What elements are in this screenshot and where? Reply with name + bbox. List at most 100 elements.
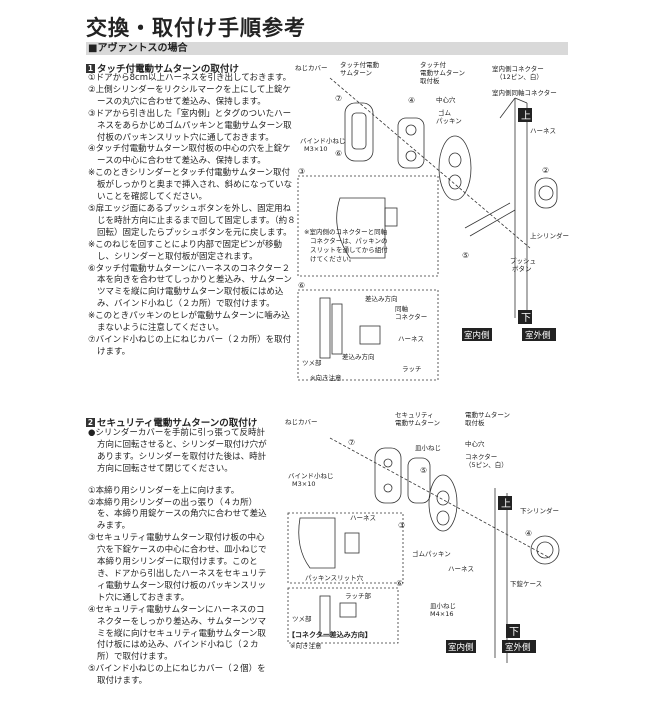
section2-title: セキュリティ電動サムターンの取付け bbox=[97, 418, 258, 429]
label-harness-2: ハーネス bbox=[398, 335, 424, 343]
label-upper-cylinder: 上シリンダー bbox=[530, 231, 569, 240]
outdoor-badge-2 bbox=[502, 640, 536, 653]
label2-lower-cylinder: 下シリンダー bbox=[520, 506, 559, 515]
lower-label-2: 下 bbox=[509, 627, 519, 638]
label-bind-screw-2: M3×10 bbox=[304, 145, 327, 153]
label-touch-1: タッチ付電動 bbox=[340, 60, 380, 69]
indoor-badge-2 bbox=[446, 640, 476, 653]
step-7-marker: ⑦ bbox=[335, 94, 342, 103]
s2-step-5: ⑤バインド小ねじの上にねじカバー（２個）を取付けます。 bbox=[88, 664, 266, 687]
s2-step-3: ③セキュリティ電動サムターン取付け板の中心穴を下錠ケースの中心に合わせ、皿小ねじ… bbox=[88, 533, 267, 603]
outdoor-label-2: 室外側 bbox=[505, 642, 531, 653]
s1-note-3: ※このときパッキンのヒレが電動サムターンに噛み込まないように注意してください。 bbox=[88, 311, 290, 334]
indoor-label-2: 室内側 bbox=[448, 642, 474, 653]
note3-line-3: スリットを通してから組付 bbox=[310, 245, 388, 254]
lower-badge-2 bbox=[506, 624, 520, 638]
s1-step-4: ④タッチ付電動サムターン取付板の中心の穴を上錠ケースの中心に合わせて差込み、保持… bbox=[88, 144, 291, 167]
label-push-2: ボタン bbox=[512, 264, 532, 273]
label-connector-word: コネクター bbox=[395, 312, 427, 321]
label-center-hole: 中心穴 bbox=[436, 95, 456, 104]
s1-step-3: ③ドアから引き出した「室内側」とタグのついたハーネスをあらかじめゴムパッキンと電… bbox=[88, 108, 292, 143]
upper-badge-1 bbox=[518, 108, 532, 122]
step-3-marker: ③ bbox=[298, 167, 305, 176]
s1-step-5: ⑤扉エッジ面にあるプッシュボタンを外し、固定用ねじを時計方向に止まるまで回して固… bbox=[88, 203, 296, 238]
note3-line-1: ※室内側のコネクターと同軸 bbox=[304, 227, 388, 236]
label-insert-dir-2: 差込み方向 bbox=[342, 352, 375, 361]
step-6-inset-marker: ⑥ bbox=[298, 281, 305, 290]
label2-caution: ※向き注意 bbox=[290, 641, 322, 650]
label-harness: ハーネス bbox=[530, 127, 556, 135]
step-6-marker: ⑥ bbox=[335, 149, 342, 158]
label-screw-cover: ねじカバー bbox=[295, 64, 328, 72]
label-plate-3: 取付板 bbox=[420, 76, 440, 85]
label2-flat-screw: 皿小ねじ bbox=[415, 443, 441, 452]
s2-bullet: ●シリンダーカバーを手前に引っ張って反時計方向に回転させると、シリンダー取付け穴… bbox=[88, 428, 267, 474]
label2-latch-part: ラッチ部 bbox=[345, 591, 372, 600]
label2-center-hole: 中心穴 bbox=[465, 439, 485, 448]
label2-plate-2: 取付板 bbox=[465, 418, 485, 427]
step-2-marker: ② bbox=[542, 166, 549, 175]
label-touch-2: サムターン bbox=[340, 68, 372, 77]
label2-flat-screw2-1: 皿小ねじ bbox=[430, 601, 456, 610]
label-caution: ※向き注意 bbox=[310, 373, 342, 382]
label2-claw: ツメ部 bbox=[292, 614, 312, 623]
lower-label-1: 下 bbox=[521, 313, 531, 324]
section2-number: 2 bbox=[86, 418, 95, 427]
label2-flat-screw2-2: M4×16 bbox=[430, 610, 453, 618]
section1-number: 1 bbox=[86, 64, 95, 73]
step2-5-marker: ⑤ bbox=[420, 466, 427, 475]
upper-label-2: 上 bbox=[501, 498, 511, 510]
label2-sec-1: セキュリティ bbox=[395, 411, 434, 419]
step-5-marker: ⑤ bbox=[462, 251, 469, 260]
note3-line-4: けてください。 bbox=[310, 255, 355, 263]
note3-line-2: コネクターは、パッキンの bbox=[310, 236, 388, 245]
label-coax: 同軸 bbox=[395, 304, 409, 313]
s1-step-2: ②上側シリンダーをリクシルマークを上にして上錠ケースの丸穴に合わせて差込み、保持… bbox=[88, 84, 291, 107]
s1-note-2: ※このねじを回すことにより内部で固定ピンが移動し、シリンダーと取付板が固定されま… bbox=[88, 239, 282, 262]
diagram-touch-thumbturn: 上 下 室内側 室外側 ねじカバー タッチ付電動 サムターン タッチ付 電動サム… bbox=[295, 60, 569, 382]
label-rubber-2: パッキン bbox=[436, 117, 462, 125]
label-rubber-1: ゴム bbox=[438, 108, 452, 117]
label2-bind-1: バインド小ねじ bbox=[288, 471, 334, 480]
page-title: 交換・取付け手順参考 bbox=[86, 16, 306, 40]
section1-title: タッチ付電動サムターンの取付け bbox=[97, 64, 239, 75]
outdoor-badge-1 bbox=[522, 328, 556, 341]
label2-connector-2: （5ピン、白） bbox=[465, 460, 508, 469]
label2-screw-cover: ねじカバー bbox=[285, 418, 318, 426]
lower-badge-1 bbox=[518, 310, 532, 324]
label-insert-dir: 差込み方向 bbox=[365, 294, 398, 303]
indoor-label-1: 室内側 bbox=[464, 330, 490, 341]
upper-label-1: 上 bbox=[521, 110, 531, 122]
label2-lower-case: 下錠ケース bbox=[510, 579, 542, 588]
label-bind-screw-1: バインド小ねじ bbox=[300, 136, 346, 145]
s1-step-6: ⑥タッチ付電動サムターンにハーネスのコネクター２本を向きを合わせてしっかりと差込… bbox=[88, 263, 292, 310]
outdoor-label-1: 室外側 bbox=[525, 330, 551, 341]
s2-step-2: ②本締り用シリンダーの出っ張り（４カ所）を、本締り用錠ケースの角穴に合わせて差込… bbox=[88, 497, 267, 532]
step2-4-marker: ④ bbox=[525, 529, 532, 538]
label2-harness: ハーネス bbox=[350, 514, 376, 522]
label-indoor-connector: 室内側同軸コネクター bbox=[492, 88, 557, 97]
label2-harness-b: ハーネス bbox=[448, 565, 474, 573]
label2-bind-2: M3×10 bbox=[292, 480, 315, 488]
s1-step-7: ⑦バインド小ねじの上にねじカバー（２カ所）を取付けます。 bbox=[88, 334, 292, 357]
indoor-badge-1 bbox=[462, 328, 492, 341]
label2-sec-2: 電動サムターン bbox=[395, 418, 440, 427]
step-4-marker: ④ bbox=[408, 96, 415, 105]
label-plate-2: 電動サムターン bbox=[420, 68, 465, 77]
section2-steps: ●シリンダーカバーを手前に引っ張って反時計方向に回転させると、シリンダー取付け穴… bbox=[88, 428, 270, 688]
section1-steps: ①ドアから8cm以上ハーネスを引き出しておきます。 ②上側シリンダーをリクシルマ… bbox=[88, 73, 296, 359]
label-claw: ツメ部 bbox=[302, 358, 322, 367]
label-connector-2: （12ピン、白） bbox=[496, 72, 543, 81]
step2-7-marker: ⑦ bbox=[348, 438, 355, 447]
step2-3-marker: ③ bbox=[398, 521, 405, 530]
section-header: ■アヴァントスの場合 bbox=[86, 42, 568, 55]
s1-note-1: ※このときシリンダーとタッチ付電動サムターン取付板がしっかりと奥まで挿入され、斜… bbox=[88, 168, 293, 203]
label-latch: ラッチ bbox=[402, 365, 422, 373]
s1-step-1: ①ドアから8cm以上ハーネスを引き出しておきます。 bbox=[88, 73, 292, 83]
label2-connector-dir: 【コネクター差込み方向】 bbox=[288, 630, 372, 639]
label2-rubber: ゴムパッキン bbox=[412, 549, 451, 558]
diagram-security-thumbturn: 上 下 室内側 室外側 ねじカバー セキュリティ 電動サムターン 電動サムターン… bbox=[285, 410, 560, 663]
label-push-1: プッシュ bbox=[510, 257, 536, 265]
label2-connector-1: コネクター bbox=[465, 452, 497, 461]
